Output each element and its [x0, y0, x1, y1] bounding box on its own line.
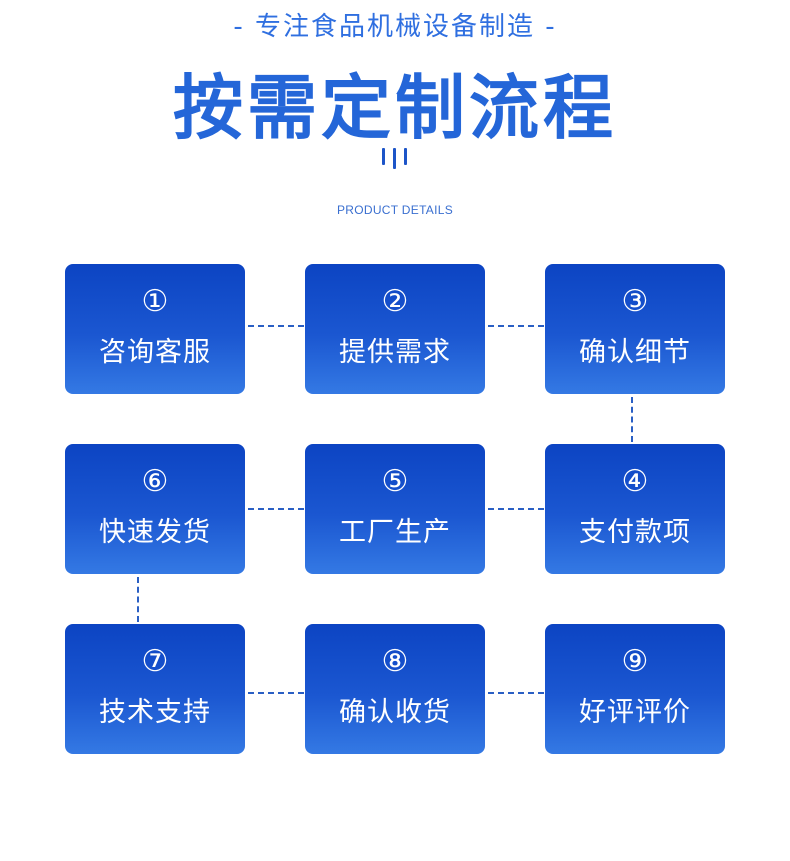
step-label: 工厂生产 — [339, 517, 451, 548]
step-2-box: ② 提供需求 — [305, 264, 485, 394]
step-number: ② — [381, 284, 409, 319]
page-title: 按需定制流程 — [173, 67, 617, 149]
step-label: 快速发货 — [99, 517, 211, 548]
step-3-box: ③ 确认细节 — [545, 264, 725, 394]
step-number: ① — [141, 284, 169, 319]
step-6-box: ⑥ 快速发货 — [65, 444, 245, 574]
connector-6-7 — [137, 577, 139, 622]
step-number: ⑦ — [141, 644, 169, 679]
step-label: 确认收货 — [339, 697, 451, 728]
decorative-bars-icon — [380, 148, 410, 172]
step-5-box: ⑤ 工厂生产 — [305, 444, 485, 574]
connector-1-2 — [248, 325, 304, 327]
connector-2-3 — [488, 325, 544, 327]
step-label: 确认细节 — [579, 337, 691, 368]
step-number: ⑧ — [381, 644, 409, 679]
step-8-box: ⑧ 确认收货 — [305, 624, 485, 754]
step-7-box: ⑦ 技术支持 — [65, 624, 245, 754]
tagline: - 专注食品机械设备制造 - — [233, 12, 557, 42]
step-number: ⑥ — [141, 464, 169, 499]
connector-7-8 — [248, 692, 304, 694]
step-label: 好评评价 — [579, 697, 691, 728]
step-label: 支付款项 — [579, 517, 691, 548]
step-9-box: ⑨ 好评评价 — [545, 624, 725, 754]
step-number: ⑨ — [621, 644, 649, 679]
subtitle: PRODUCT DETAILS — [336, 203, 454, 217]
step-number: ⑤ — [381, 464, 409, 499]
step-1-box: ① 咨询客服 — [65, 264, 245, 394]
step-label: 提供需求 — [339, 337, 451, 368]
connector-8-9 — [488, 692, 544, 694]
connector-4-5 — [488, 508, 544, 510]
step-label: 咨询客服 — [99, 337, 211, 368]
connector-3-4 — [631, 397, 633, 442]
step-number: ④ — [621, 464, 649, 499]
step-4-box: ④ 支付款项 — [545, 444, 725, 574]
connector-5-6 — [248, 508, 304, 510]
step-number: ③ — [621, 284, 649, 319]
step-label: 技术支持 — [99, 697, 211, 728]
